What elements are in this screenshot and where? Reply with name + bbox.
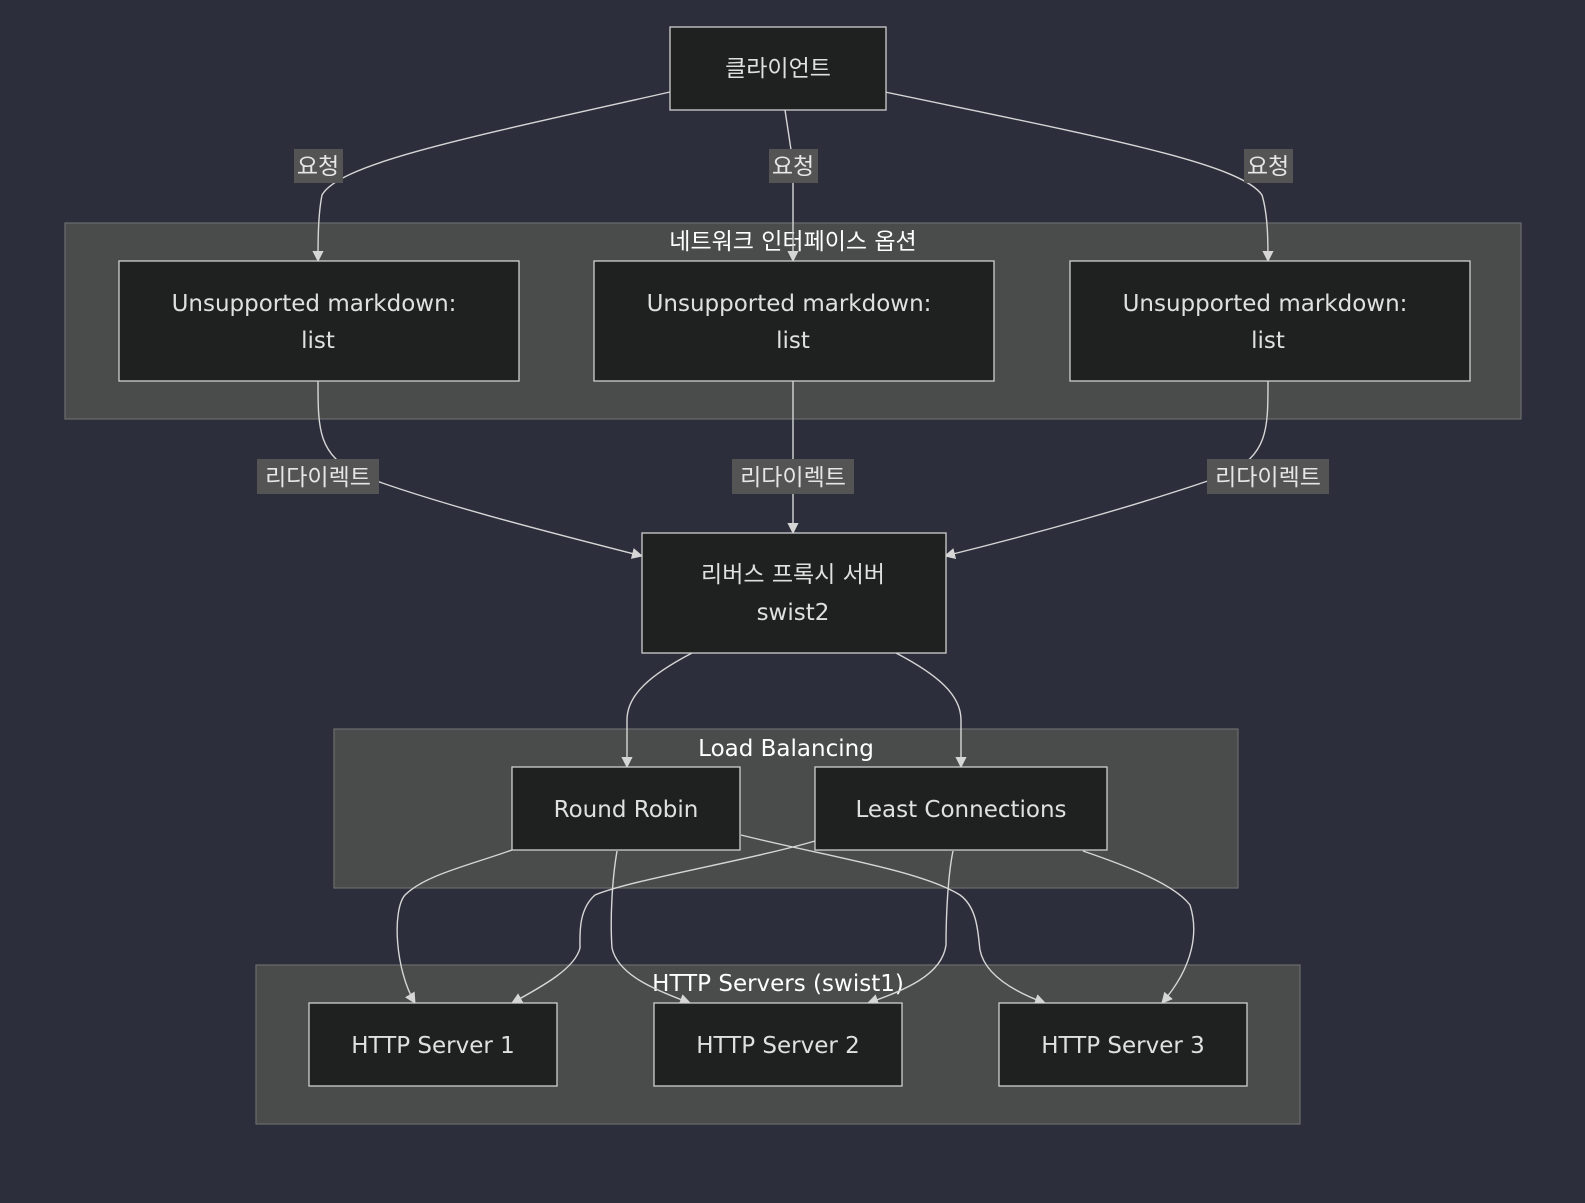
node-option-3-line-1: Unsupported markdown: (1123, 291, 1408, 317)
svg-text:요청: 요청 (772, 154, 814, 180)
edge-proxy-lc (895, 652, 967, 769)
svg-text:요청: 요청 (297, 154, 339, 180)
edge-opt3-proxy (943, 380, 1269, 560)
node-least-connections-label: Least Connections (855, 797, 1066, 823)
node-reverse-proxy-line-2: swist2 (757, 600, 830, 626)
node-reverse-proxy-line-1: 리버스 프록시 서버 (701, 562, 885, 588)
node-http-server-2[interactable]: HTTP Server 2 (653, 1002, 903, 1087)
edge-opt1-proxy (317, 380, 644, 559)
node-http-server-3[interactable]: HTTP Server 3 (998, 1002, 1248, 1087)
node-option-1-line-2: list (301, 328, 335, 354)
edge-client-opt1 (312, 91, 671, 263)
svg-text:리다이렉트: 리다이렉트 (740, 465, 846, 491)
edge-labels: 요청 요청 요청 리다이렉트 리다이렉트 리다이렉트 (257, 149, 1329, 494)
node-option-1[interactable]: Unsupported markdown: list (118, 260, 520, 382)
edge-proxy-rr (621, 652, 693, 769)
edge-lc-s1 (511, 840, 816, 1004)
edge-label-redirect-2: 리다이렉트 (732, 459, 854, 494)
node-reverse-proxy[interactable]: 리버스 프록시 서버 swist2 (641, 532, 947, 654)
edge-label-redirect-1: 리다이렉트 (257, 459, 379, 494)
cluster-http-servers-label: HTTP Servers (swist1) (652, 971, 904, 997)
node-http-server-2-label: HTTP Server 2 (696, 1033, 860, 1059)
edge-lc-s2 (866, 850, 954, 1005)
edge-label-redirect-3: 리다이렉트 (1207, 459, 1329, 494)
node-client[interactable]: 클라이언트 (669, 26, 887, 111)
svg-text:요청: 요청 (1247, 154, 1289, 180)
node-round-robin-label: Round Robin (554, 797, 699, 823)
node-option-1-line-1: Unsupported markdown: (172, 291, 457, 317)
edge-label-request-1: 요청 (294, 149, 343, 183)
edge-rr-s2 (610, 850, 692, 1005)
edge-lc-s3 (1082, 850, 1195, 1004)
edge-client-opt3 (884, 91, 1274, 263)
svg-text:리다이렉트: 리다이렉트 (265, 465, 371, 491)
edge-rr-s3 (740, 834, 1047, 1005)
node-http-server-1-label: HTTP Server 1 (351, 1033, 515, 1059)
node-least-connections[interactable]: Least Connections (814, 766, 1108, 851)
node-option-2-line-2: list (776, 328, 810, 354)
svg-text:리다이렉트: 리다이렉트 (1215, 465, 1321, 491)
node-option-2-line-1: Unsupported markdown: (647, 291, 932, 317)
node-round-robin[interactable]: Round Robin (511, 766, 741, 851)
node-http-server-1[interactable]: HTTP Server 1 (308, 1002, 558, 1087)
edge-label-request-3: 요청 (1244, 149, 1293, 183)
node-option-2[interactable]: Unsupported markdown: list (593, 260, 995, 382)
edge-rr-s1 (396, 849, 513, 1004)
edge-label-request-2: 요청 (769, 149, 818, 183)
node-option-3[interactable]: Unsupported markdown: list (1069, 260, 1471, 382)
edges (312, 91, 1274, 1005)
node-option-3-line-2: list (1251, 328, 1285, 354)
cluster-load-balancing-label: Load Balancing (698, 736, 874, 762)
node-http-server-3-label: HTTP Server 3 (1041, 1033, 1205, 1059)
node-client-label: 클라이언트 (725, 56, 831, 82)
